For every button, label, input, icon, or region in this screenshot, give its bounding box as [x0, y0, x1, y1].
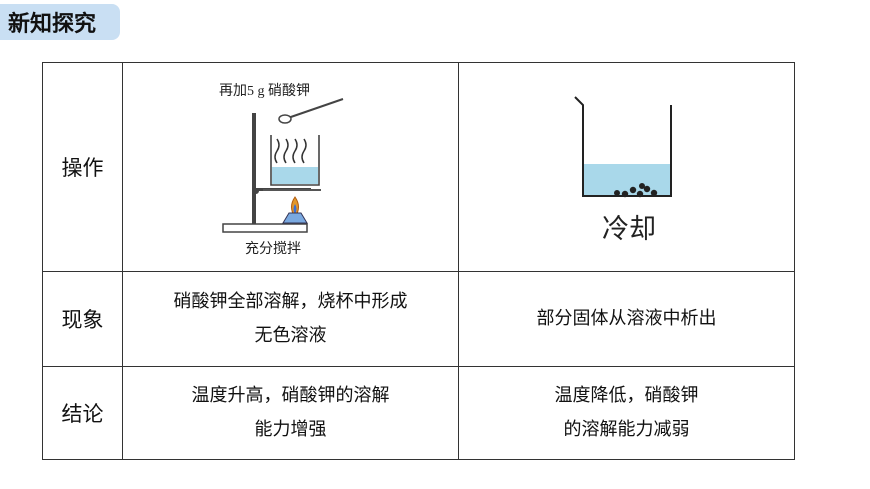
- conclusion-left-line2: 能力增强: [254, 419, 327, 440]
- table-row-phenomenon: 现象 硝酸钾全部溶解，烧杯中形成 无色溶液 部分固体从溶液中析出: [42, 271, 795, 367]
- phenomenon-right-cell: 部分固体从溶液中析出: [458, 271, 795, 367]
- caption-cooling: 冷却: [602, 214, 656, 244]
- operation-left-cell: 再加5 g 硝酸钾 充分搅拌: [122, 62, 459, 272]
- row-label-conclusion: 结论: [42, 366, 123, 460]
- operation-right-cell: 冷却: [458, 62, 795, 272]
- experiment-table: 操作: [42, 62, 795, 460]
- conclusion-right-line2: 的溶解能力减弱: [563, 419, 690, 440]
- beaker-illustration: 冷却: [574, 96, 672, 244]
- section-title: 新知探究: [8, 12, 97, 37]
- conclusion-left-line1: 温度升高，硝酸钾的溶解: [191, 385, 390, 406]
- conclusion-left-cell: 温度升高，硝酸钾的溶解 能力增强: [122, 366, 459, 460]
- conclusion-right-line1: 温度降低，硝酸钾: [554, 385, 699, 406]
- conclusion-right-cell: 温度降低，硝酸钾 的溶解能力减弱: [458, 366, 795, 460]
- row-label-phenomenon: 现象: [42, 271, 123, 367]
- phenomenon-right-line1: 部分固体从溶液中析出: [536, 308, 717, 329]
- table-row-operation: 操作: [42, 62, 795, 272]
- table-row-conclusion: 结论 温度升高，硝酸钾的溶解 能力增强 温度降低，硝酸钾 的溶解能力减弱: [42, 366, 795, 460]
- phenomenon-left-line1: 硝酸钾全部溶解，烧杯中形成: [173, 291, 408, 312]
- section-badge: 新知探究: [0, 4, 120, 40]
- phenomenon-left-cell: 硝酸钾全部溶解，烧杯中形成 无色溶液: [122, 271, 459, 367]
- caption-stir: 充分搅拌: [245, 241, 301, 257]
- phenomenon-left-line2: 无色溶液: [254, 325, 327, 346]
- heating-apparatus-illustration: 再加5 g 硝酸钾 充分搅拌: [219, 83, 344, 257]
- row-label-operation: 操作: [42, 62, 123, 272]
- caption-add-potassium-nitrate: 再加5 g 硝酸钾: [219, 83, 310, 99]
